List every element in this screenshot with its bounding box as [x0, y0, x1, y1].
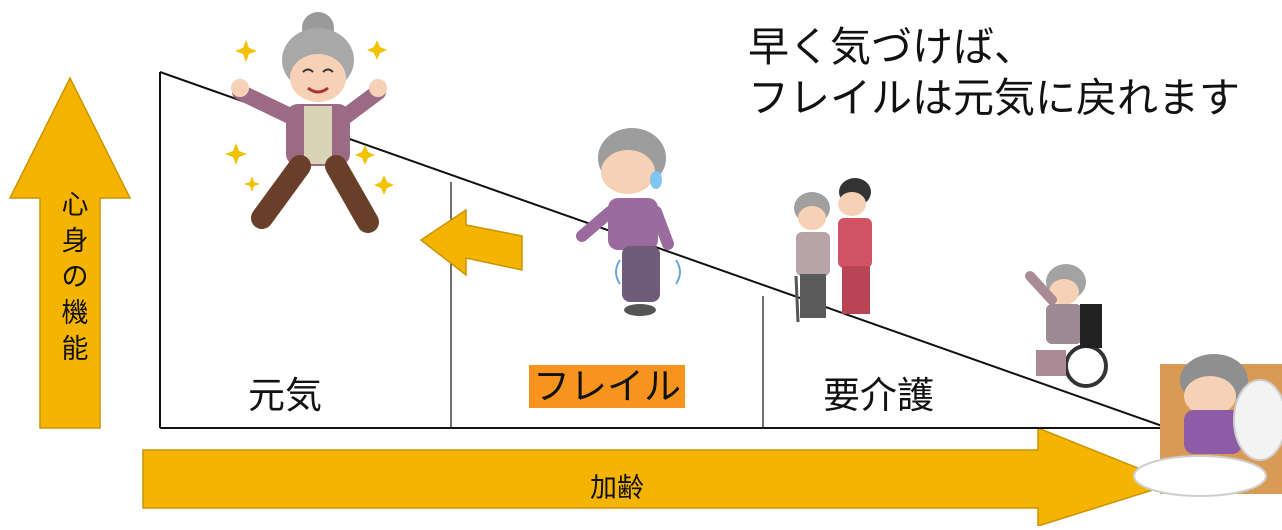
function-axis-char: 身: [61, 226, 89, 257]
function-axis-char: 心: [61, 190, 89, 221]
wheelchair-user-icon: [1025, 264, 1108, 388]
aging-axis-arrow: [142, 426, 1178, 528]
elderly-woman-happy-icon: [231, 12, 387, 233]
headline-line-1: 早く気づけば、: [748, 23, 1035, 71]
stage-label-healthy: 元気: [248, 374, 322, 417]
stage-label-care-needed: 要介護: [823, 374, 934, 417]
function-axis-arrow: [8, 76, 132, 429]
bedridden-elderly-icon: [1133, 354, 1282, 497]
function-axis-char: 機: [61, 298, 89, 329]
sparkle-icon: [225, 40, 394, 195]
function-axis-char: 能: [61, 334, 89, 365]
stage-label-frailty: フレイル: [529, 365, 685, 408]
headline-line-2: フレイルは元気に戻れます: [748, 74, 1240, 122]
elderly-woman-frail-icon: [576, 128, 681, 316]
stage-label-frailty-wrap: フレイル: [529, 365, 685, 409]
headline: 早く気づけば、 フレイルは元気に戻れます: [748, 22, 1240, 124]
function-axis-char: の: [61, 262, 89, 293]
aging-axis-label: 加齢: [590, 473, 644, 504]
function-axis-label: 心 身 の 機 能: [58, 188, 92, 368]
recovery-arrow: [419, 208, 523, 277]
caregiver-with-elderly-icon: [794, 178, 872, 323]
